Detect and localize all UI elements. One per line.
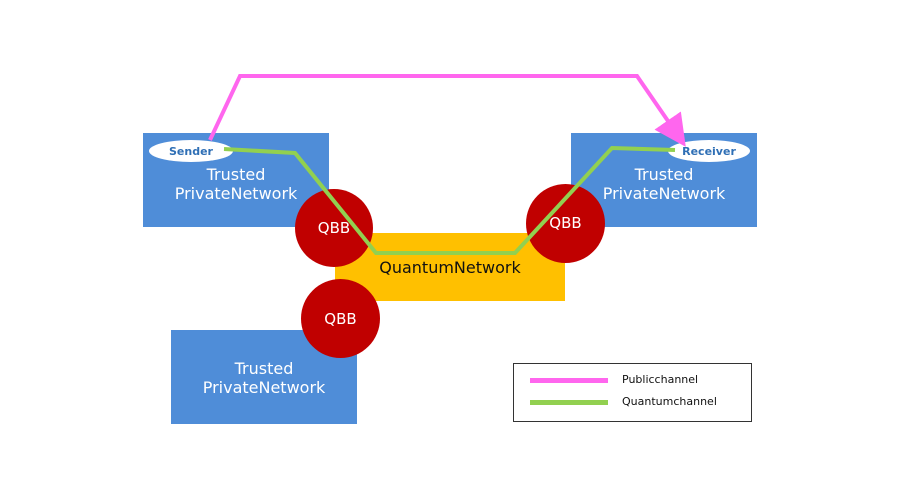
quantum-channel-label: Quantumchannel [622, 395, 717, 408]
public-channel-line [208, 74, 686, 147]
legend: Publicchannel Quantumchannel [513, 363, 752, 422]
public-channel-swatch [530, 378, 608, 383]
public-channel-label: Publicchannel [622, 373, 699, 386]
qbb-label: QBB [549, 214, 582, 232]
quantum-channel-line [223, 145, 676, 255]
sender-endpoint: Sender [149, 140, 233, 162]
network-label-line2: PrivateNetwork [602, 184, 726, 203]
legend-item-public: Publicchannel [514, 372, 751, 388]
quantum-network: QuantumNetwork [335, 233, 565, 301]
quantum-network-label: QuantumNetwork [379, 258, 521, 277]
receiver-label: Receiver [682, 144, 736, 158]
network-label-line1: Trusted [634, 165, 694, 184]
qbb-label: QBB [324, 309, 357, 328]
network-label-line2: PrivateNetwork [202, 378, 326, 397]
receiver-endpoint: Receiver [668, 140, 750, 162]
legend-item-quantum: Quantumchannel [514, 394, 751, 410]
network-label-line1: Trusted [234, 359, 294, 378]
qbb-label: QBB [317, 219, 351, 237]
network-label-line2: PrivateNetwork [174, 184, 298, 203]
quantum-channel-swatch [530, 400, 608, 405]
network-label-line1: Trusted [206, 165, 266, 184]
sender-label: Sender [169, 144, 213, 158]
qbb-node-bottom: QBB [301, 279, 380, 358]
